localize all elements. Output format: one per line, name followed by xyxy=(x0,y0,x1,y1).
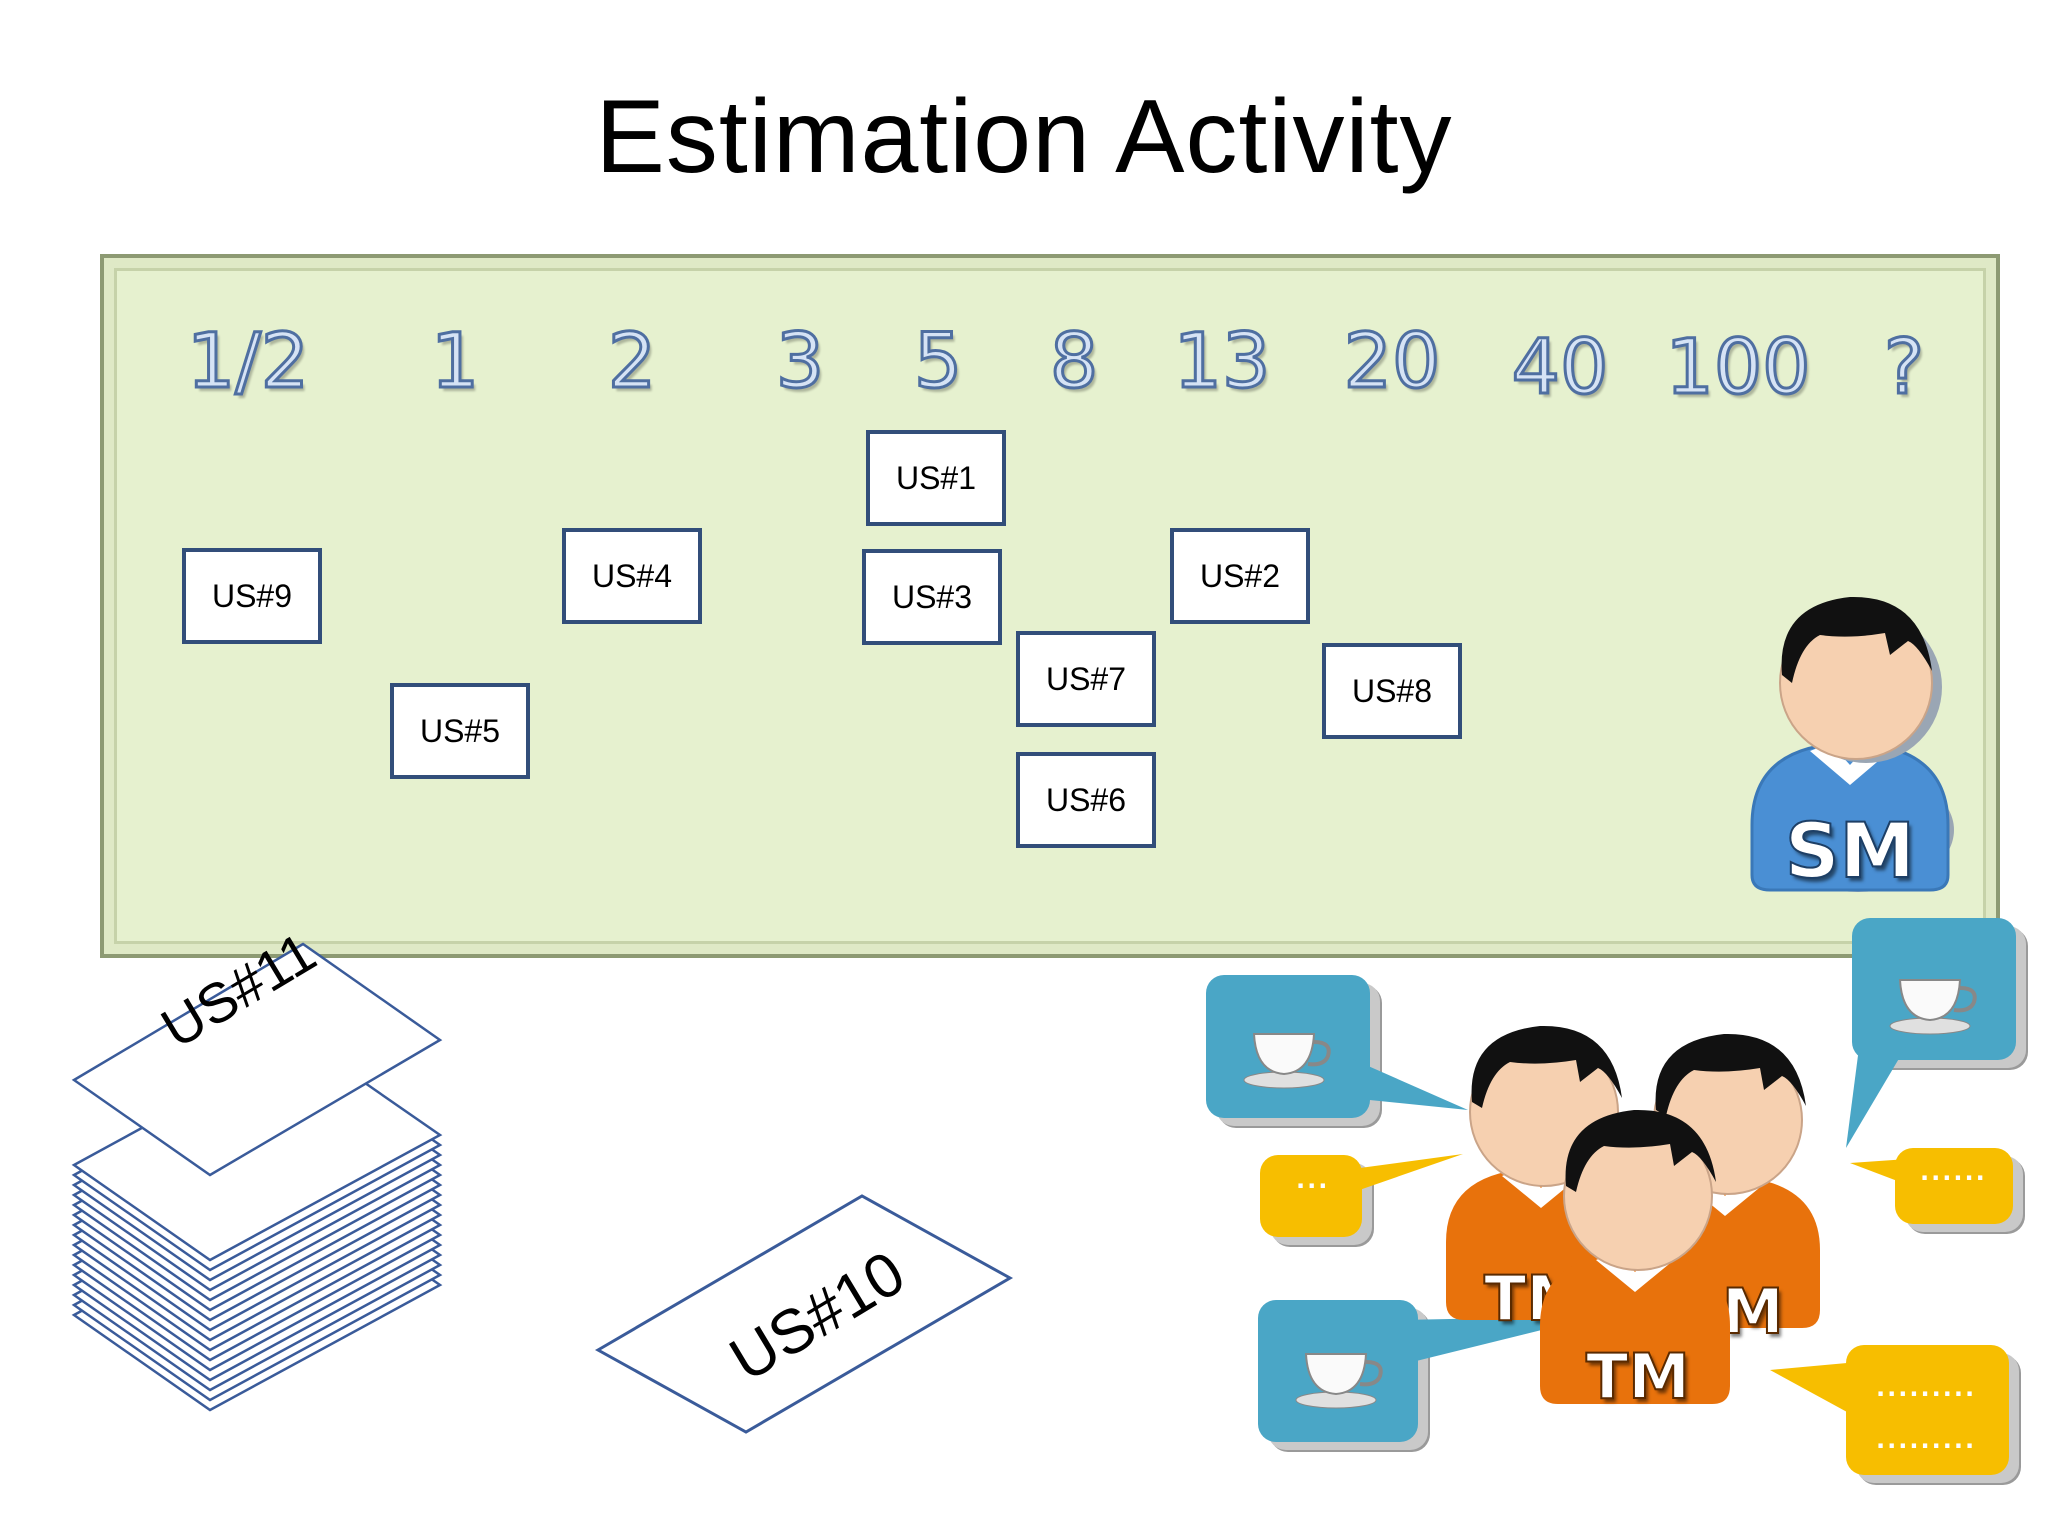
scale-value-5: 5 xyxy=(912,315,963,407)
scale-value-13: 13 xyxy=(1172,315,1272,407)
story-card-us7[interactable]: US#7 xyxy=(1016,631,1156,727)
story-card-us9[interactable]: US#9 xyxy=(182,548,322,644)
speech-bubble-tail-6 xyxy=(1770,1362,1858,1418)
speech-bubble-tail-5 xyxy=(1850,1159,1908,1185)
backlog-stack xyxy=(71,942,443,1412)
scale-value-half: 1/2 xyxy=(185,315,310,407)
coffee-cup-icon xyxy=(1295,1353,1383,1409)
page-title: Estimation Activity xyxy=(595,79,1453,195)
speech-bubble-dots-1-text: ... xyxy=(1296,1166,1330,1194)
scrum-master-label: SM xyxy=(1784,805,1916,896)
story-card-us6[interactable]: US#6 xyxy=(1016,752,1156,848)
scale-value-3: 3 xyxy=(774,315,825,407)
speech-bubble-tail-1 xyxy=(1350,1058,1468,1110)
speech-bubble-dots-1 xyxy=(1260,1155,1362,1237)
story-card-us5[interactable]: US#5 xyxy=(390,683,530,779)
scale-value-20: 20 xyxy=(1342,315,1442,407)
loose-story-card xyxy=(594,1194,1014,1434)
scale-value-40: 40 xyxy=(1510,321,1610,413)
speech-bubble-dots-2-text: ...... xyxy=(1920,1158,1987,1186)
team-member-figure-front xyxy=(1540,1109,1730,1404)
scale-value-2: 2 xyxy=(606,315,657,407)
story-card-us8[interactable]: US#8 xyxy=(1322,643,1462,739)
scrum-master-figure xyxy=(1750,596,1954,892)
speech-bubble-dots-3 xyxy=(1846,1345,2009,1475)
speech-bubble-dots-2 xyxy=(1895,1148,2013,1224)
story-card-us1[interactable]: US#1 xyxy=(866,430,1006,526)
team-member-front-label: TM xyxy=(1585,1339,1691,1414)
speech-bubble-dots-3-line1: ......... xyxy=(1876,1374,1977,1402)
scale-value-unknown: ? xyxy=(1882,321,1925,413)
coffee-cup-icon xyxy=(1889,979,1977,1035)
story-card-us3[interactable]: US#3 xyxy=(862,549,1002,645)
speech-bubble-tail-2 xyxy=(1846,1040,1910,1148)
story-card-us2[interactable]: US#2 xyxy=(1170,528,1310,624)
scale-value-1: 1 xyxy=(429,315,480,407)
scale-value-100: 100 xyxy=(1664,321,1812,413)
team-member-back-right-label: M xyxy=(1721,1274,1785,1349)
scale-value-8: 8 xyxy=(1048,315,1099,407)
speech-bubble-dots-3-line2: ......... xyxy=(1876,1426,1977,1454)
coffee-cup-icon xyxy=(1243,1033,1331,1089)
speech-bubble-tail-4 xyxy=(1345,1154,1463,1195)
story-card-us4[interactable]: US#4 xyxy=(562,528,702,624)
